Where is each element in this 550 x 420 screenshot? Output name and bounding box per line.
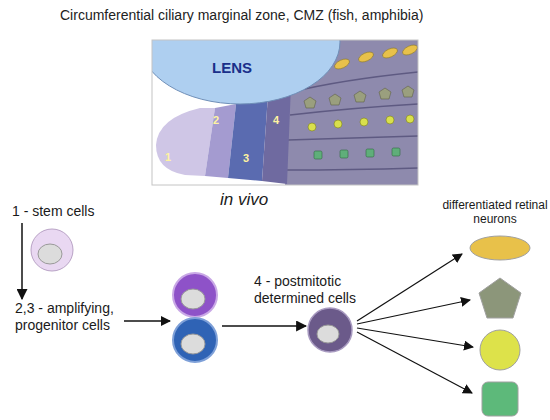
neuron-circle	[480, 330, 520, 370]
group-label: differentiated retinal neurons	[436, 198, 550, 226]
stem-cell	[31, 229, 73, 271]
retina-cells-pentagon	[304, 86, 414, 108]
arrow	[124, 320, 170, 322]
progenitor-node: 2,3 - amplifying, progenitor cells	[12, 300, 220, 336]
neuron-square	[482, 382, 518, 416]
postmitotic-cell	[308, 308, 352, 352]
arrow	[357, 328, 473, 347]
callout-number: 2	[213, 114, 225, 127]
nucleus	[317, 325, 339, 343]
nucleus	[38, 244, 62, 264]
arrow	[357, 300, 470, 324]
progenitor-cell	[173, 318, 217, 362]
lens	[152, 40, 340, 104]
title: Circumferential ciliary marginal zone, C…	[60, 7, 423, 24]
cell-label: 1 - stem cells	[12, 203, 122, 220]
nucleus	[181, 289, 205, 309]
arrow	[357, 332, 472, 393]
progenitor-cell	[173, 273, 217, 317]
lens-label: LENS	[212, 59, 272, 77]
neuron-ellipse	[470, 236, 530, 260]
cell-label: 2,3 - amplifying, progenitor cells	[15, 300, 145, 334]
caption-label: in vivo	[220, 190, 300, 210]
callout-number: 3	[243, 152, 255, 165]
retina-cells-square	[314, 148, 400, 159]
drawing-frame	[152, 40, 418, 185]
flow-arrow	[222, 325, 306, 327]
postmitotic-node: 4 - postmitotic determined cells	[308, 308, 352, 352]
flow-arrow	[21, 223, 23, 299]
retina-layer-line	[286, 168, 418, 170]
callout-number: 4	[273, 114, 285, 127]
zone-1	[156, 108, 215, 176]
cmz-drawing	[152, 40, 418, 185]
callout-number: 1	[165, 151, 177, 164]
nucleus	[181, 334, 205, 354]
neuron-pentagon	[479, 278, 521, 318]
cell-label: 4 - postmitotic determined cells	[254, 273, 374, 307]
zone-3	[228, 95, 268, 181]
retina-layer-line	[288, 136, 418, 140]
retina-cells-circle	[308, 115, 414, 131]
stem-cell-node: 1 - stem cells	[12, 203, 122, 222]
arrow	[357, 254, 462, 321]
